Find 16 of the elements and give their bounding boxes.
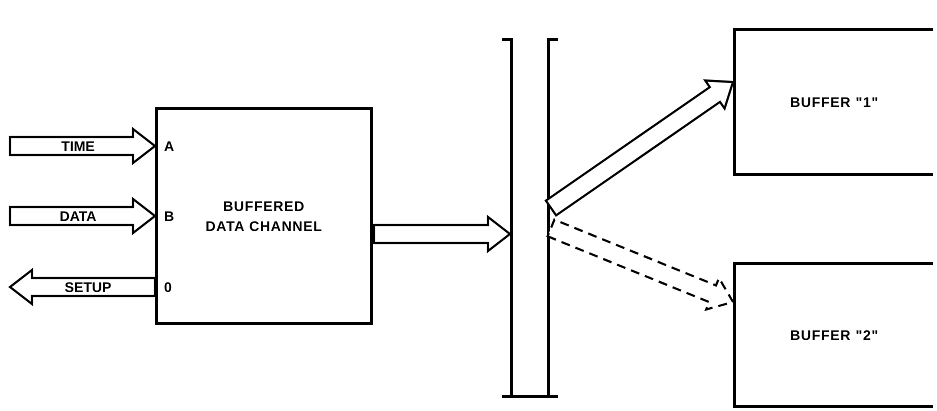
port-label: 0: [164, 279, 172, 295]
hollow-arrow: [544, 79, 734, 217]
hollow-arrow: [546, 218, 735, 312]
port-label: A: [164, 138, 174, 154]
buffer-box: [733, 262, 933, 408]
edge-label: DATA: [58, 209, 98, 223]
box-label: BUFFER "2": [790, 326, 879, 345]
edge-label: SETUP: [62, 280, 114, 294]
box-label: BUFFERED DATA CHANNEL: [204, 197, 324, 236]
box-label: BUFFER "1": [790, 93, 879, 112]
bus-drawing: [502, 38, 558, 398]
port-label: B: [164, 208, 174, 224]
buffer-box: [733, 28, 933, 176]
edge-label: TIME: [59, 139, 97, 153]
hollow-arrow: [372, 214, 512, 254]
process-box: [155, 107, 373, 325]
